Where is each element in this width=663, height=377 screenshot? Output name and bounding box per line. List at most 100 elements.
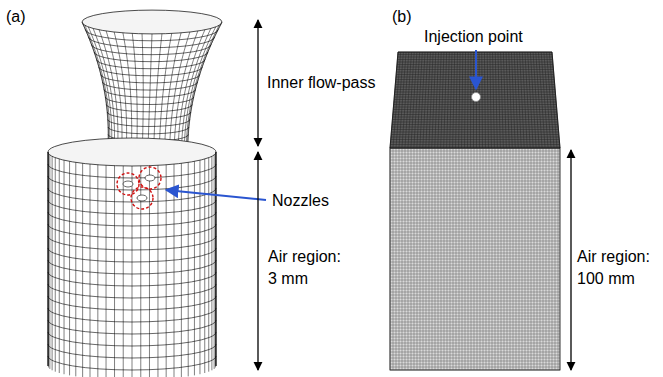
mesh-line [390,147,560,148]
mesh-line [435,52,439,148]
mesh-line [390,199,560,200]
mesh-line [390,232,560,233]
mesh-line [392,127,559,128]
mesh-line [391,132,558,133]
mesh-line [525,52,530,148]
mesh-line [390,265,560,266]
mesh-line [49,155,50,369]
pointer-arrow [475,50,477,89]
mesh-line [216,152,217,366]
mesh-line [447,52,450,148]
mesh-line [420,52,425,148]
mesh-line [83,24,109,143]
mesh-line [487,52,488,148]
mesh-line [390,274,560,275]
mesh-line [391,134,559,135]
mesh-line [393,117,558,118]
mesh-line [390,217,560,218]
mesh-line [390,298,560,299]
mesh-line [390,313,560,314]
mesh-line [166,165,167,377]
mesh-line [393,112,557,113]
mesh-line [390,178,560,179]
mesh-line [165,33,181,148]
mesh-line [157,165,158,377]
mesh-line [390,310,560,311]
region-label: Inner flow-pass [267,72,376,94]
mesh-line [408,52,414,148]
mesh-line [390,286,560,287]
mesh-line [414,52,420,148]
mesh-line [390,322,560,323]
mesh-line [97,165,98,377]
mesh-line [395,89,555,90]
mesh-line [390,214,560,215]
dimension-arrow [570,150,571,370]
mesh-line [114,166,115,377]
mesh-line [503,52,506,148]
mesh-line [390,184,560,185]
mesh-line [188,24,222,143]
nozzle-marker [131,187,153,209]
mesh-line [390,295,560,296]
mesh-line [390,304,560,305]
mesh-line [390,202,560,203]
mesh-line [450,52,452,148]
mesh-line [390,250,560,251]
mesh-line [470,52,471,148]
mesh-line [170,32,190,148]
mesh-line [55,158,56,372]
mesh-line [391,139,560,140]
mesh-line [390,364,560,365]
mesh-line [462,52,463,148]
mesh-line [495,52,497,148]
mesh-line [396,52,403,148]
mesh-line [464,52,466,148]
nozzle-marker [117,173,139,195]
mesh-line [148,34,152,149]
mesh-line [390,370,560,371]
mesh-line [391,142,560,143]
mesh-line [444,52,447,148]
mesh-line [64,160,65,374]
mesh-line [390,144,559,145]
mesh-line [390,331,560,332]
mesh-line [93,28,114,145]
mesh-line [390,337,560,338]
mesh-line [493,52,495,148]
mesh-line [392,119,557,120]
nozzle-hole [137,195,147,201]
mesh-line [188,162,189,376]
nozzle-hole [123,181,133,187]
mesh-line [438,52,442,148]
mesh-line [390,154,560,155]
mesh-line [522,52,527,148]
mesh-line [390,358,560,359]
mesh-line [390,367,560,368]
mesh-line [48,152,49,366]
mesh-line [390,190,560,191]
mesh-line [411,52,417,148]
mesh-line [453,52,455,148]
mesh-line [393,109,557,110]
mesh-line [123,166,124,377]
mesh-line [498,52,500,148]
mesh-line [390,151,560,152]
mesh-line [441,52,444,148]
mesh-line [82,163,83,377]
mesh-line [390,271,560,272]
mesh-line [174,164,175,377]
mesh-line [552,52,560,148]
panel-label: (b) [392,6,412,28]
mesh-line [114,32,126,148]
mesh-line [75,162,76,376]
mesh-line [390,340,560,341]
mesh-line [390,187,560,188]
mesh-line [390,193,560,194]
mesh-line [393,114,557,115]
mesh-line [490,52,492,148]
mesh-line [149,166,150,377]
mesh-line [390,259,560,260]
mesh-line [390,316,560,317]
